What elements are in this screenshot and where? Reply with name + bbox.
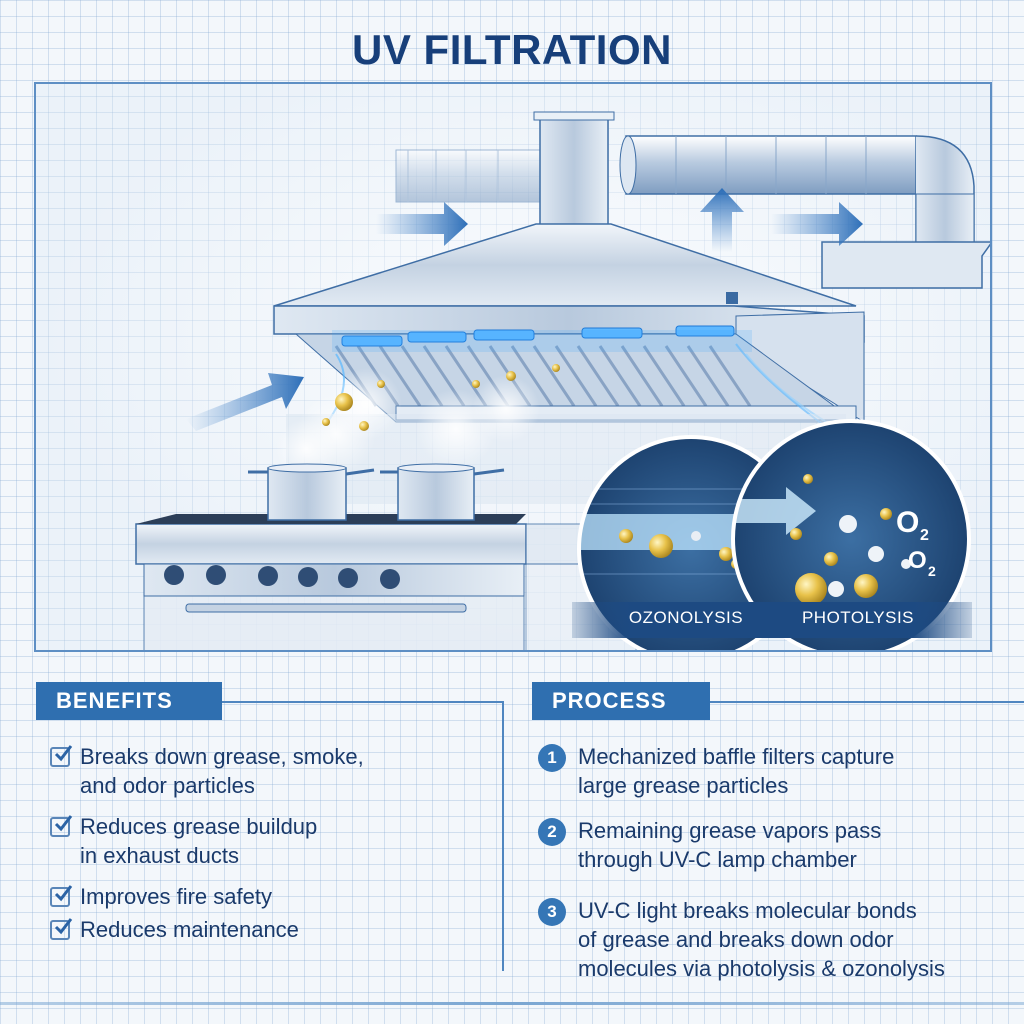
steam-icon bbox=[276, 368, 540, 479]
benefits-heading: BENEFITS bbox=[36, 682, 222, 720]
checkbox-checked-icon bbox=[50, 745, 73, 767]
process-top-rule bbox=[710, 701, 1024, 703]
checkbox-checked-icon bbox=[50, 885, 73, 907]
benefit-item: Reduces grease buildup in exhaust ducts bbox=[38, 812, 478, 870]
svg-text:2: 2 bbox=[920, 527, 929, 544]
left-duct bbox=[395, 149, 547, 203]
process-steps: 1 Mechanized baffle filters capture larg… bbox=[528, 742, 1018, 999]
cooking-pot-icon bbox=[248, 463, 505, 521]
ozonolysis-label: OZONOLYSIS bbox=[628, 608, 744, 627]
grease-particle-icon bbox=[322, 364, 560, 431]
kitchen-hood-illustration: O 2 O 2 bbox=[135, 111, 990, 650]
kitchen-range bbox=[135, 514, 637, 650]
step-number-badge: 1 bbox=[538, 744, 566, 772]
benefit-item: Improves fire safety bbox=[38, 882, 478, 911]
step-number-badge: 3 bbox=[538, 898, 566, 926]
benefits-top-rule bbox=[222, 701, 503, 703]
page-title: UV FILTRATION bbox=[352, 26, 672, 73]
svg-text:O: O bbox=[908, 547, 927, 574]
photolysis-lens: O 2 O 2 bbox=[731, 419, 971, 650]
photolysis-label: PHOTOLYSIS bbox=[801, 608, 915, 627]
benefit-item: Breaks down grease, smoke, and odor part… bbox=[38, 742, 478, 800]
checkbox-checked-icon bbox=[50, 815, 73, 837]
exhaust-duct bbox=[619, 135, 990, 289]
benefit-item: Reduces maintenance bbox=[38, 915, 478, 944]
step-number-badge: 2 bbox=[538, 818, 566, 846]
svg-text:2: 2 bbox=[928, 563, 936, 579]
bottom-divider bbox=[0, 1002, 1024, 1005]
benefits-side-rule bbox=[502, 701, 504, 971]
process-heading: PROCESS bbox=[532, 682, 710, 720]
illustration-frame: O 2 O 2 OZONOLYSIS PHOTOLYSIS bbox=[34, 82, 992, 652]
process-step: 1 Mechanized baffle filters capture larg… bbox=[528, 742, 1018, 800]
benefits-list: Breaks down grease, smoke, and odor part… bbox=[38, 742, 478, 956]
checkbox-checked-icon bbox=[50, 918, 73, 940]
o2-formula: O bbox=[896, 506, 919, 539]
process-step: 2 Remaining grease vapors pass through U… bbox=[528, 816, 1018, 874]
process-step: 3 UV-C light breaks molecular bonds of g… bbox=[528, 896, 1018, 983]
airflow-arrow-icon bbox=[186, 188, 863, 431]
uv-lamp-icon bbox=[332, 325, 752, 352]
